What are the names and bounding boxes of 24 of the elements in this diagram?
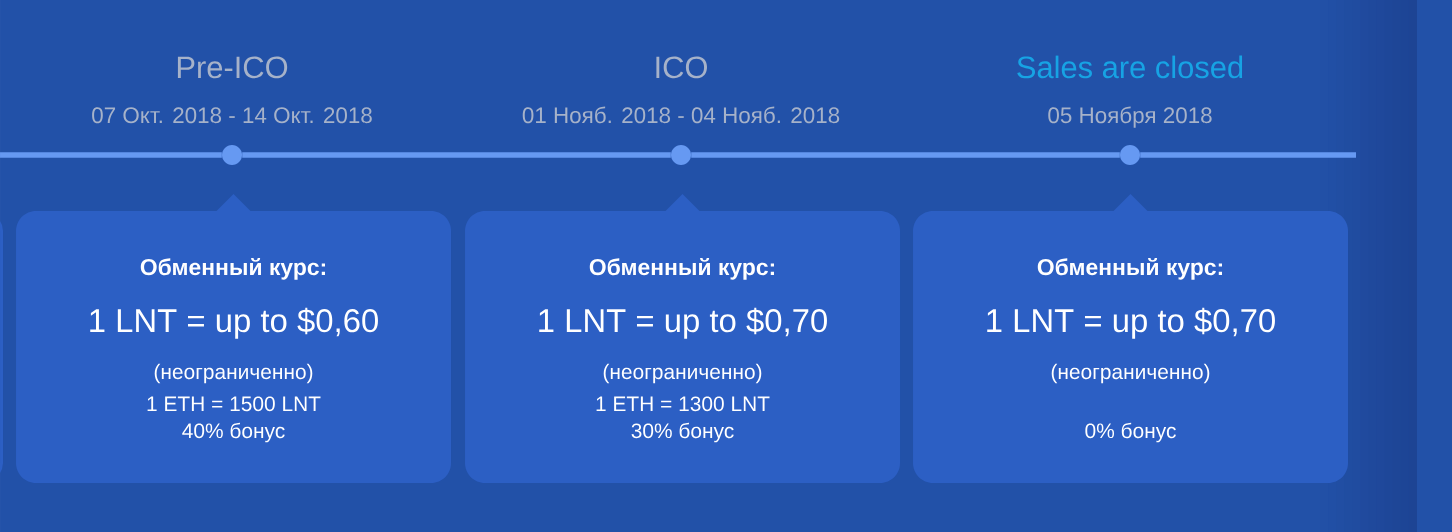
timeline-line [242,152,671,158]
timeline-line [1140,152,1356,158]
card-heading: Обменный курс: [589,257,774,280]
exchange-rate: 1 LNT = up to $0,70 [539,307,827,339]
bonus-text: 30% бонус [631,422,734,443]
timeline-line [691,152,1120,158]
exchange-rate: 1 LNT = up to $0,70 [987,307,1275,339]
card-note: (неограниченно) [154,363,313,384]
timeline-line [0,152,222,158]
date-range: 01 Нояб. 2018 - 04 Нояб. 2018 [522,106,840,124]
exchange-rate: 1 LNT = up to $0,60 [90,307,378,339]
card-heading: Обменный курс: [140,257,325,280]
date-range: 05 Ноября 2018 [1048,106,1212,128]
bonus-text: 0% бонус [1085,422,1176,443]
bonus-text: 40% бонус [182,422,285,443]
date-range: 07 Окт. 2018 - 14 Окт. 2018 [92,107,372,124]
stage-title: ICO [656,56,707,79]
stage-title: Pre-ICO [177,56,288,79]
card-heading: Обменный курс: [1037,257,1222,280]
stage-title: Sales are closed [1017,55,1243,79]
card-note: 1 ETH = 1500 LNT [147,396,321,412]
card-note: (неограниченно) [603,363,762,384]
card-note: 1 ETH = 1300 LNT [596,396,770,412]
card-note: (неограниченно) [1051,363,1210,384]
